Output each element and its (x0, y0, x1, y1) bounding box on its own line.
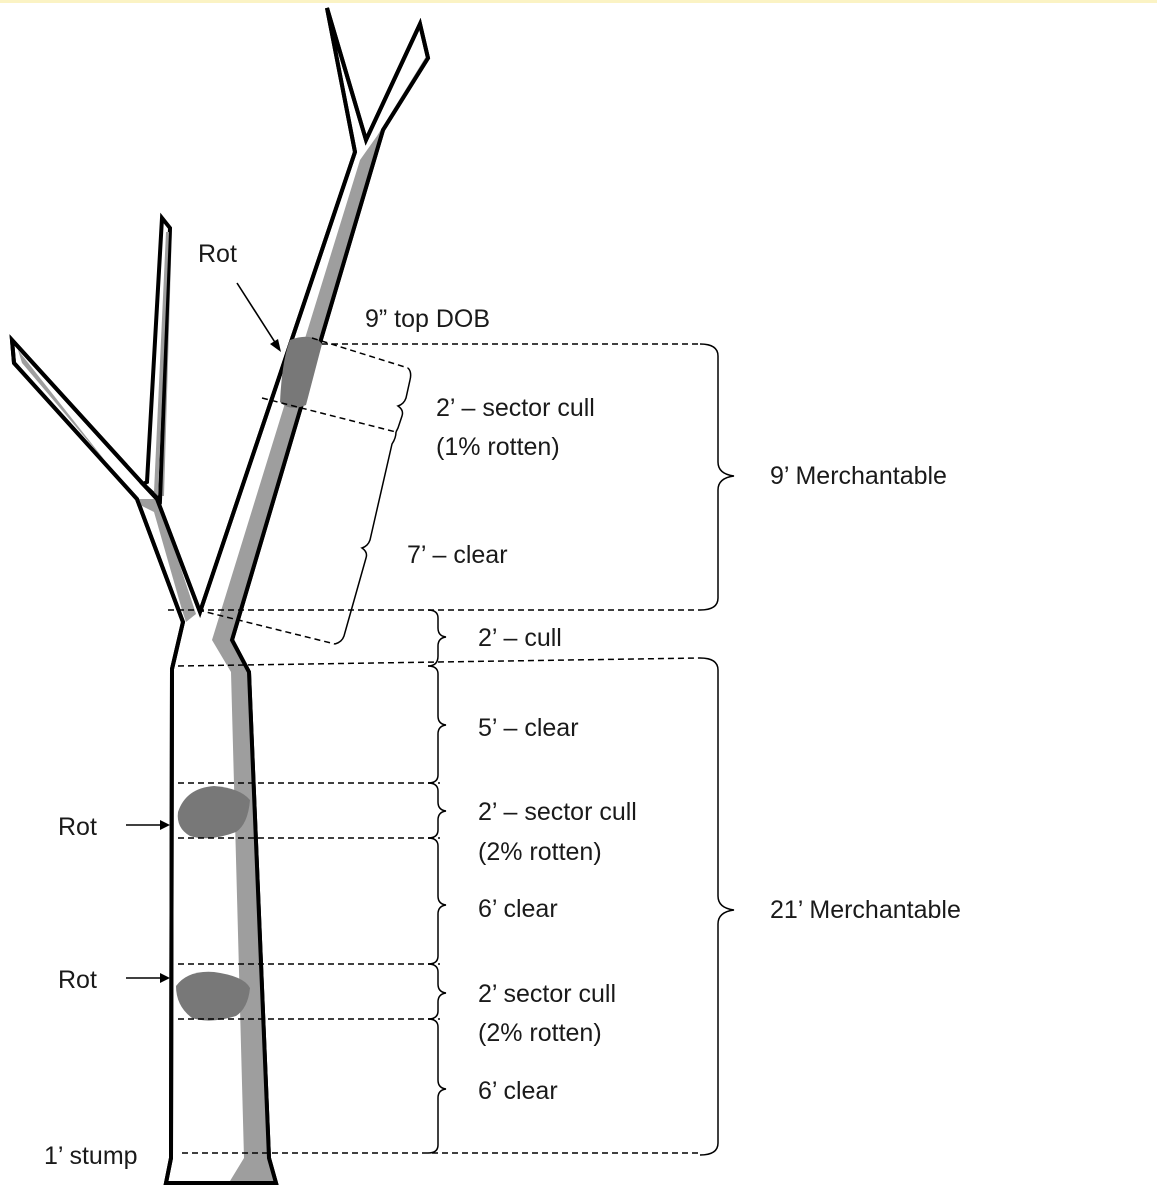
arrow-rot-middle-head (160, 820, 170, 830)
label-sector-cull-middle-pct: (2% rotten) (478, 838, 602, 866)
brace-sector-cull-middle (428, 783, 446, 838)
label-merch-lower: 21’ Merchantable (770, 896, 961, 924)
label-clear-5: 5’ – clear (478, 714, 579, 742)
tree (12, 8, 428, 1183)
line-lower-merch-top (178, 658, 700, 666)
arrow-rot-upper-head (270, 339, 281, 352)
line-upper-cull-top (312, 338, 408, 368)
label-merch-upper: 9’ Merchantable (770, 462, 947, 490)
brace-upper-sector-cull (396, 368, 411, 432)
label-sector-cull-lower: 2’ sector cull (478, 980, 616, 1008)
label-cull-middle: 2’ – cull (478, 624, 562, 652)
brace-clear-5 (428, 666, 446, 783)
label-sector-cull-upper-pct: (1% rotten) (436, 433, 560, 461)
brace-cull-middle (428, 610, 446, 666)
label-rot-upper: Rot (198, 240, 237, 268)
label-clear-upper: 7’ – clear (407, 541, 508, 569)
label-sector-cull-middle: 2’ – sector cull (478, 798, 637, 826)
label-stump: 1’ stump (44, 1142, 138, 1170)
arrow-rot-upper (237, 283, 278, 347)
label-clear-6-upper: 6’ clear (478, 895, 558, 923)
label-rot-lower: Rot (58, 966, 97, 994)
label-sector-cull-lower-pct: (2% rotten) (478, 1019, 602, 1047)
rot-patch-lower (176, 972, 250, 1021)
label-rot-middle: Rot (58, 813, 97, 841)
brace-clear-6-upper (428, 838, 446, 964)
brace-sector-cull-lower (428, 964, 446, 1019)
arrow-rot-lower-head (160, 973, 170, 983)
brace-clear-6-lower (428, 1019, 446, 1153)
brace-merch-upper (700, 344, 734, 610)
brace-merch-lower (700, 658, 734, 1155)
label-top-dob: 9” top DOB (365, 305, 490, 333)
tree-shading (212, 58, 428, 1181)
label-clear-6-lower: 6’ clear (478, 1077, 558, 1105)
rot-patch-upper (280, 337, 322, 408)
label-sector-cull-upper: 2’ – sector cull (436, 394, 595, 422)
brace-upper-clear (335, 432, 396, 644)
